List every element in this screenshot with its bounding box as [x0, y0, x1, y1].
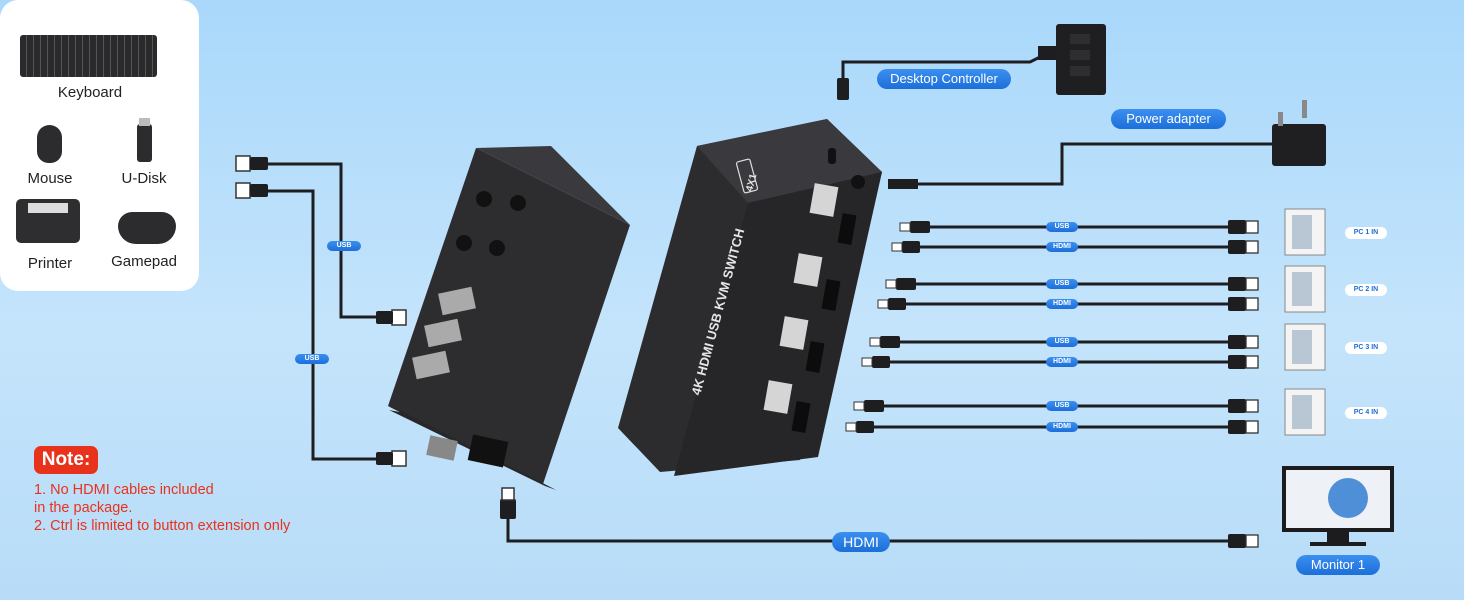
- power-adapter-label: Power adapter: [1111, 109, 1226, 129]
- peripheral-devices-panel: Keyboard Mouse U-Disk Printer Gamepad: [0, 0, 199, 291]
- usb-plug-icon: [391, 450, 407, 467]
- pc3-hdmi-label: HDMI: [1046, 357, 1078, 367]
- pc1-label: PC 1 IN: [1345, 227, 1387, 239]
- switch-ports-text: 4X1: [744, 172, 759, 192]
- pc1-hdmi-label: HDMI: [1046, 242, 1078, 252]
- usb-plug-icon: [235, 182, 251, 199]
- pc-tower-icon: [1284, 208, 1326, 256]
- desktop-controller-label: Desktop Controller: [877, 69, 1011, 89]
- usb-plug-icon: [1245, 355, 1259, 369]
- printer-paper: [28, 203, 68, 213]
- usb-cable-1: [268, 162, 378, 319]
- usb-drive-connector: [139, 118, 150, 126]
- hdmi-monitor-cable-label: HDMI: [832, 532, 890, 552]
- hdmi-plug-icon: [501, 487, 515, 501]
- usb-plug-icon: [1245, 420, 1259, 434]
- note-badge: Note:: [34, 446, 98, 474]
- power-cable: [918, 142, 1272, 186]
- usb-hub-icon: [388, 146, 630, 490]
- usb-drive-icon: [137, 124, 152, 162]
- power-adapter-icon: [1272, 100, 1326, 166]
- usb-plug-icon: [1245, 277, 1259, 291]
- mouse-label: Mouse: [27, 170, 73, 187]
- printer-label: Printer: [27, 255, 73, 272]
- usb-plug-icon: [1245, 399, 1259, 413]
- keyboard-icon: [20, 35, 157, 77]
- usb-plug-icon: [1245, 240, 1259, 254]
- usb-cable-label-1: USB: [327, 241, 361, 251]
- pc4-label: PC 4 IN: [1345, 407, 1387, 419]
- pc-tower-icon: [1284, 323, 1326, 371]
- monitor-icon: [1282, 466, 1394, 546]
- usb-plug-icon: [1245, 297, 1259, 311]
- pc-tower-icon: [1284, 265, 1326, 313]
- note-line-2: in the package.: [34, 500, 133, 516]
- pc3-usb-label: USB: [1046, 337, 1078, 347]
- pc4-usb-label: USB: [1046, 401, 1078, 411]
- usb-cable-label-2: USB: [295, 354, 329, 364]
- monitor-label: Monitor 1: [1296, 555, 1380, 575]
- pc3-label: PC 3 IN: [1345, 342, 1387, 354]
- usb-plug-icon: [1245, 335, 1259, 349]
- kvm-switch-icon: [618, 119, 882, 476]
- pc2-label: PC 2 IN: [1345, 284, 1387, 296]
- gamepad-icon: [118, 212, 176, 244]
- pc2-usb-label: USB: [1046, 279, 1078, 289]
- usb-cable-2: [268, 189, 378, 461]
- note-line-1: 1. No HDMI cables included: [34, 482, 214, 498]
- pc1-usb-label: USB: [1046, 222, 1078, 232]
- hdmi-monitor-cable: [506, 515, 1228, 543]
- hdmi-plug-icon: [1245, 534, 1259, 548]
- note-line-3: 2. Ctrl is limited to button extension o…: [34, 518, 291, 534]
- pc4-hdmi-label: HDMI: [1046, 422, 1078, 432]
- usb-plug-icon: [1245, 220, 1259, 234]
- gamepad-label: Gamepad: [111, 253, 177, 270]
- udisk-label: U-Disk: [121, 170, 167, 187]
- pc2-hdmi-label: HDMI: [1046, 299, 1078, 309]
- usb-plug-icon: [235, 155, 251, 172]
- pc-tower-icon: [1284, 388, 1326, 436]
- usb-plug-icon: [391, 309, 407, 326]
- mouse-icon: [37, 125, 62, 163]
- keyboard-label: Keyboard: [57, 84, 123, 101]
